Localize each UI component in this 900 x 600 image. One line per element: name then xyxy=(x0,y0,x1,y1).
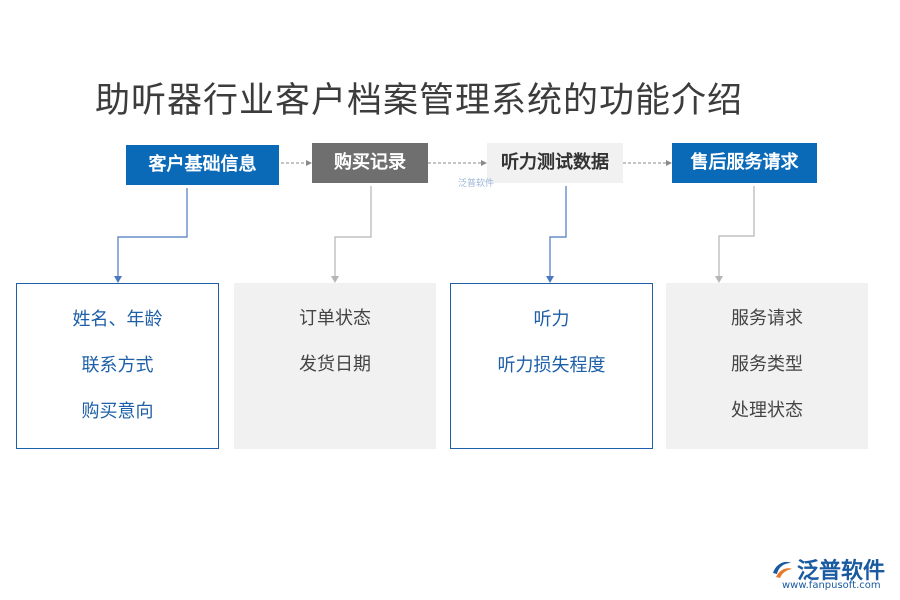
list-item: 发货日期 xyxy=(299,354,371,375)
stage-box-3: 听力 听力损失程度 xyxy=(450,283,653,449)
elbow-connector-3 xyxy=(549,186,567,277)
list-item: 联系方式 xyxy=(81,355,154,376)
elbow-arrowhead-4 xyxy=(715,276,723,283)
watermark-small: 泛普软件 xyxy=(458,179,495,189)
list-item: 姓名、年龄 xyxy=(72,309,163,330)
stage-box-2: 订单状态 发货日期 xyxy=(234,283,436,449)
list-item: 服务类型 xyxy=(731,354,803,375)
list-item: 听力损失程度 xyxy=(497,355,606,376)
elbow-arrowhead-3 xyxy=(546,276,554,283)
flow-arrowhead-2 xyxy=(481,160,487,166)
elbow-connector-1 xyxy=(117,188,188,277)
brand-logo: 泛普软件 xyxy=(770,553,885,585)
list-item: 购买意向 xyxy=(81,401,154,422)
elbow-connector-2 xyxy=(334,186,372,277)
brand-name: 泛普软件 xyxy=(797,559,886,584)
elbow-connector-4 xyxy=(718,186,755,277)
stage-head-4: 售后服务请求 xyxy=(672,143,817,183)
list-item: 听力 xyxy=(533,309,570,330)
stage-head-2: 购买记录 xyxy=(312,143,428,183)
brand-swirl-icon xyxy=(773,561,792,578)
elbow-arrowhead-2 xyxy=(331,276,339,283)
stage-box-1: 姓名、年龄 联系方式 购买意向 xyxy=(16,283,219,449)
flow-arrowhead-1 xyxy=(306,160,312,166)
flow-arrowhead-3 xyxy=(666,160,672,166)
stage-head-3: 听力测试数据 xyxy=(487,143,623,183)
stage-box-4: 服务请求 服务类型 处理状态 xyxy=(666,283,868,449)
page-title: 助听器行业客户档案管理系统的功能介绍 xyxy=(95,81,744,121)
list-item: 处理状态 xyxy=(731,400,803,421)
brand-url: www.fanpusoft.com xyxy=(782,580,881,591)
list-item: 服务请求 xyxy=(731,308,803,329)
stage-head-1: 客户基础信息 xyxy=(126,145,279,185)
elbow-arrowhead-1 xyxy=(114,276,122,283)
list-item: 订单状态 xyxy=(299,308,371,329)
